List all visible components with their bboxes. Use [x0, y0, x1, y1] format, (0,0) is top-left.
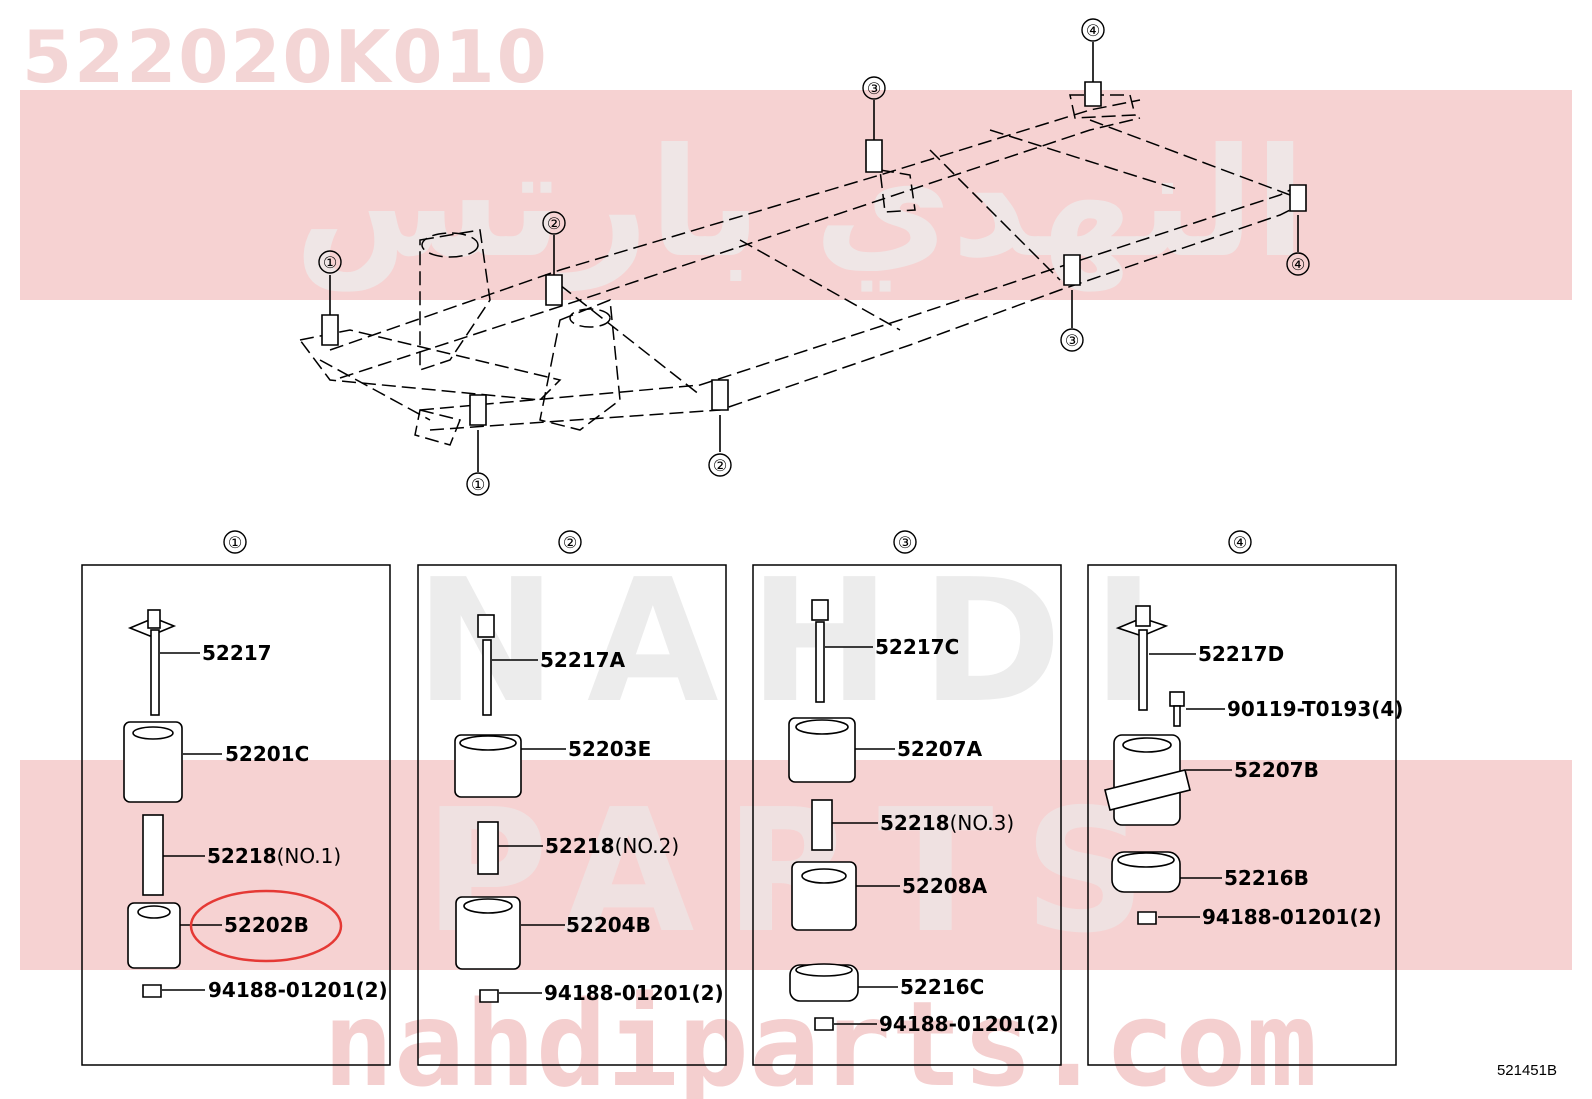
group-4: ④ 52217D 90119-T0193(4) 52207B 52216B 94…	[1087, 530, 1403, 1066]
group-3: ③ 52217C 52207A 52218(NO.3) 52208A 52216…	[752, 530, 1062, 1066]
part-number[interactable]: 52217A	[540, 648, 626, 672]
part-number[interactable]: 52216B	[1224, 866, 1309, 890]
mount-bracket	[1104, 769, 1191, 811]
watermark-arabic: النهدي بارتس	[294, 117, 1306, 292]
mount-4-left	[1084, 42, 1102, 107]
bolt-head	[147, 609, 161, 629]
part-number[interactable]: 52218(NO.2)	[545, 834, 679, 858]
part-number-highlighted[interactable]: 52202B	[224, 913, 309, 937]
part-number[interactable]: 94188-01201(2)	[879, 1012, 1059, 1036]
part-number[interactable]: 52203E	[568, 737, 651, 761]
diagram-code: 521451B	[1497, 1062, 1557, 1079]
spacer-tube	[142, 814, 164, 896]
part-number[interactable]: 52217D	[1198, 642, 1284, 666]
bolt-head	[811, 599, 829, 621]
part-number[interactable]: 52218(NO.3)	[880, 811, 1014, 835]
nut	[479, 989, 499, 1003]
part-number[interactable]: 52217	[202, 641, 272, 665]
mount-1-left	[321, 275, 339, 346]
part-number[interactable]: 94188-01201(2)	[208, 978, 388, 1002]
small-bolt-shank	[1173, 705, 1181, 727]
group-1-box	[81, 564, 391, 1066]
part-number[interactable]: 94188-01201(2)	[544, 981, 724, 1005]
bolt-head	[477, 614, 495, 638]
bolt-shank	[1138, 629, 1148, 711]
svg-text:③: ③	[867, 79, 881, 98]
part-number[interactable]: 52218(NO.1)	[207, 844, 341, 868]
callout-4-bottom: ④	[1286, 252, 1310, 276]
callout-3-bottom: ③	[1060, 328, 1084, 352]
svg-text:②: ②	[547, 214, 561, 233]
svg-text:④: ④	[1086, 21, 1100, 40]
cushion-upper	[123, 721, 183, 803]
callout-4-top: ④	[1081, 18, 1105, 42]
watermark-brand-parts: PARTS	[424, 773, 1176, 971]
nut	[142, 984, 162, 998]
group-1-label: ①	[228, 533, 242, 552]
bolt-shank	[815, 621, 825, 703]
watermark-brand-nahdi: NAHDI	[415, 543, 1185, 741]
watermark: النهدي بارتس NAHDI PARTS nahdiparts.com	[20, 90, 1572, 1099]
group-3-box	[752, 564, 1062, 1066]
part-number[interactable]: 52217C	[875, 635, 959, 659]
callout-2-bottom: ②	[708, 453, 732, 477]
group-2: ② 52217A 52203E 52218(NO.2) 52204B 94188…	[417, 530, 727, 1066]
part-number[interactable]: 94188-01201(2)	[1202, 905, 1382, 929]
part-number[interactable]: 52208A	[902, 874, 988, 898]
spacer-tube	[811, 799, 833, 851]
mount-4-right	[1289, 184, 1307, 252]
highlight-circle	[189, 889, 343, 963]
part-number[interactable]: 90119-T0193(4)	[1227, 697, 1403, 721]
mount-2-right	[711, 379, 729, 452]
svg-text:①: ①	[471, 475, 485, 494]
group-2-box	[417, 564, 727, 1066]
mount-3-left	[865, 100, 883, 173]
group-4-box	[1087, 564, 1397, 1066]
svg-text:②: ②	[713, 456, 727, 475]
group-4-label: ④	[1233, 533, 1247, 552]
callout-1-top: ①	[318, 250, 342, 274]
bolt-head	[1135, 605, 1151, 627]
group-3-label: ③	[898, 533, 912, 552]
callout-3-top: ③	[862, 76, 886, 100]
bolt-shank	[482, 639, 492, 716]
chassis-frame-drawing: ① ① ② ② ③ ③ ④ ④	[298, 18, 1310, 496]
spacer-tube	[477, 821, 499, 875]
part-number[interactable]: 52216C	[900, 975, 984, 999]
part-number[interactable]: 52207A	[897, 737, 983, 761]
cushion-lower	[127, 902, 181, 969]
mount-2-left	[545, 235, 563, 306]
mount-1-right	[469, 394, 487, 472]
svg-text:①: ①	[323, 253, 337, 272]
part-number[interactable]: 52207B	[1234, 758, 1319, 782]
svg-text:④: ④	[1291, 255, 1305, 274]
bolt-washer	[1115, 617, 1169, 637]
nut	[1137, 911, 1157, 925]
cushion-lower	[455, 896, 521, 970]
page-title: 522020K010	[22, 15, 549, 99]
bolt-shank	[150, 629, 160, 716]
part-number[interactable]: 52204B	[566, 913, 651, 937]
small-bolt-head	[1169, 691, 1185, 707]
part-number[interactable]: 52201C	[225, 742, 309, 766]
group-2-label: ②	[563, 533, 577, 552]
svg-text:③: ③	[1065, 331, 1079, 350]
cushion-upper	[788, 717, 856, 783]
callout-1-bottom: ①	[466, 472, 490, 496]
cushion-upper	[454, 734, 522, 798]
callout-2-top: ②	[542, 211, 566, 235]
mount-3-right	[1063, 254, 1081, 328]
watermark-band-top	[20, 90, 1572, 300]
nut	[814, 1017, 834, 1031]
group-1: ① 52217 52201C 52218(NO.1) 52202B 94188-…	[81, 530, 391, 1066]
